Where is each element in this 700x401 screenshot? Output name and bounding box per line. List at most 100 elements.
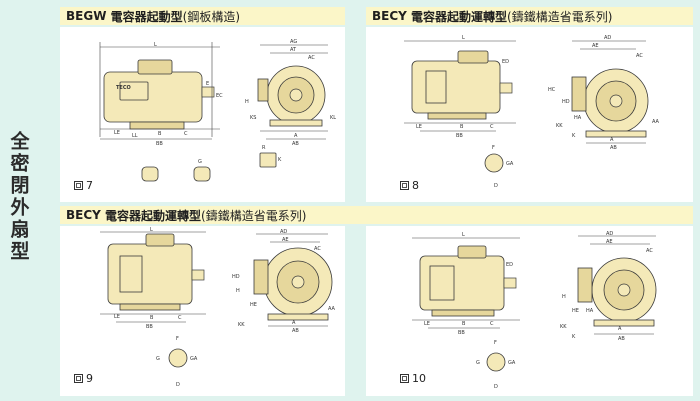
dim-label-ae: AE: [282, 237, 289, 243]
dim-label-bb: BB: [146, 324, 153, 330]
dim-label-kk: KK: [238, 322, 245, 328]
dim-label-g: G: [476, 360, 480, 366]
figure-10-caption: 10: [400, 372, 426, 385]
dim-label-hc: HC: [548, 87, 556, 93]
dim-label-a: A: [294, 133, 298, 139]
section-model: BEGW: [66, 9, 107, 23]
section-suffix: (鋼板構造): [182, 9, 241, 24]
dim-label-aa: AA: [652, 119, 660, 125]
dim-label-a: A: [292, 320, 296, 326]
dim-label-ha: HA: [586, 308, 594, 314]
section-model: BECY: [372, 9, 407, 23]
dim-label-bb: BB: [458, 330, 465, 336]
dim-label-k: K: [278, 157, 282, 163]
dim-label-h: H: [245, 99, 249, 105]
section-name: 電容器起動運轉型: [105, 208, 202, 223]
section-title-begw: BEGW 電容器起動型 (鋼板構造): [60, 7, 345, 25]
figure-8-drawing: L LE B BB C ED AD AE AC HC HD HA KK: [404, 35, 660, 189]
dim-label-hd: HD: [562, 99, 570, 105]
dim-label-g: G: [198, 159, 202, 165]
dim-label-he: HE: [250, 302, 257, 308]
dim-label-ad: AD: [606, 231, 613, 237]
dim-label-b: B: [460, 124, 464, 130]
section-title-becy-bottom: BECY 電容器起動運轉型 (鑄鐵構造省電系列): [60, 206, 693, 224]
section-suffix: (鑄鐵構造省電系列): [201, 208, 307, 223]
shaft-section-mid: [193, 166, 211, 182]
dim-label-ad: AD: [604, 35, 611, 41]
dim-label-bb: BB: [456, 133, 463, 139]
motor-end-view: [571, 40, 649, 144]
figure-10-drawing: L LE B BB C ED AD AE AC H HE HA KK: [412, 231, 657, 390]
dim-label-c: C: [178, 315, 182, 321]
nameplate-text: TECO: [116, 85, 131, 91]
dim-label-l: L: [150, 227, 153, 233]
dim-label-bb: BB: [156, 141, 163, 147]
dim-label-h: H: [236, 288, 240, 294]
motor-side-view: [412, 237, 520, 329]
dim-label-le: LE: [416, 124, 422, 130]
dim-label-f: F: [176, 336, 179, 342]
dim-label-b: B: [150, 315, 154, 321]
dim-label-c: C: [184, 131, 188, 137]
figure-10-number: 10: [412, 372, 426, 385]
shaft-cross-section: [486, 352, 506, 372]
shaft-section-left: [141, 166, 159, 182]
figure-7-panel: TECO L LE LL B BB C E EC AG AT: [60, 27, 345, 202]
figure-8-number: 8: [412, 179, 419, 192]
dim-label-f: F: [492, 145, 495, 151]
dim-label-d: D: [494, 183, 498, 189]
dim-label-le: LE: [424, 321, 430, 327]
figure-icon: [74, 181, 83, 190]
motor-end-view: [257, 44, 328, 140]
shaft-cross-section: [484, 153, 504, 173]
figure-icon: [400, 181, 409, 190]
dim-label-he: HE: [572, 308, 579, 314]
dim-label-b: B: [462, 321, 466, 327]
section-title-becy-top: BECY 電容器起動運轉型 (鑄鐵構造省電系列): [366, 7, 693, 25]
dim-label-aa: AA: [328, 306, 336, 312]
motor-side-view: [404, 40, 516, 132]
side-title: 全密閉外扇型: [6, 112, 32, 282]
dim-label-le: LE: [114, 130, 120, 136]
section-suffix: (鑄鐵構造省電系列): [507, 9, 613, 24]
dim-label-l: L: [154, 42, 157, 48]
dim-label-ab: AB: [292, 141, 299, 147]
dim-label-h: H: [562, 294, 566, 300]
section-name: 電容器起動運轉型: [411, 9, 508, 24]
figure-9-panel: L LE B BB C AD AE AC HD H HE KK A A: [60, 226, 345, 396]
dim-label-kl: KL: [330, 115, 336, 121]
dim-label-a: A: [618, 326, 622, 332]
dim-label-ed: ED: [502, 59, 509, 65]
dim-label-at: AT: [290, 47, 297, 53]
dim-label-ae: AE: [592, 43, 599, 49]
motor-end-view: [577, 235, 657, 335]
dim-label-ga: GA: [506, 161, 514, 167]
dim-label-ks: KS: [250, 115, 256, 121]
dim-label-ac: AC: [636, 53, 643, 59]
dim-label-d: D: [494, 384, 498, 390]
dim-label-ac: AC: [646, 248, 653, 254]
motor-side-view: [99, 42, 220, 140]
dim-label-ae: AE: [606, 239, 613, 245]
dim-label-ac: AC: [314, 246, 321, 252]
section-name: 電容器起動型: [110, 9, 183, 24]
figure-icon: [400, 374, 409, 383]
dim-label-ab: AB: [618, 336, 625, 342]
figure-7-caption: 7: [74, 179, 93, 192]
dim-label-l: L: [462, 35, 465, 41]
dim-label-ac: AC: [308, 55, 315, 61]
dim-label-e: E: [206, 81, 209, 87]
dim-label-b: B: [158, 131, 162, 137]
dim-label-d: D: [176, 382, 180, 388]
dim-label-ga: GA: [190, 356, 198, 362]
figure-10-panel: L LE B BB C ED AD AE AC H HE HA KK: [366, 226, 693, 396]
dim-label-le: LE: [114, 314, 120, 320]
figure-9-caption: 9: [74, 372, 93, 385]
dim-label-ll: LL: [132, 133, 138, 139]
dim-label-ab: AB: [610, 145, 617, 151]
figure-7-number: 7: [86, 179, 93, 192]
motor-side-view: [100, 231, 206, 323]
dim-label-g: G: [156, 356, 160, 362]
figure-9-drawing: L LE B BB C AD AE AC HD H HE KK A A: [100, 227, 336, 388]
